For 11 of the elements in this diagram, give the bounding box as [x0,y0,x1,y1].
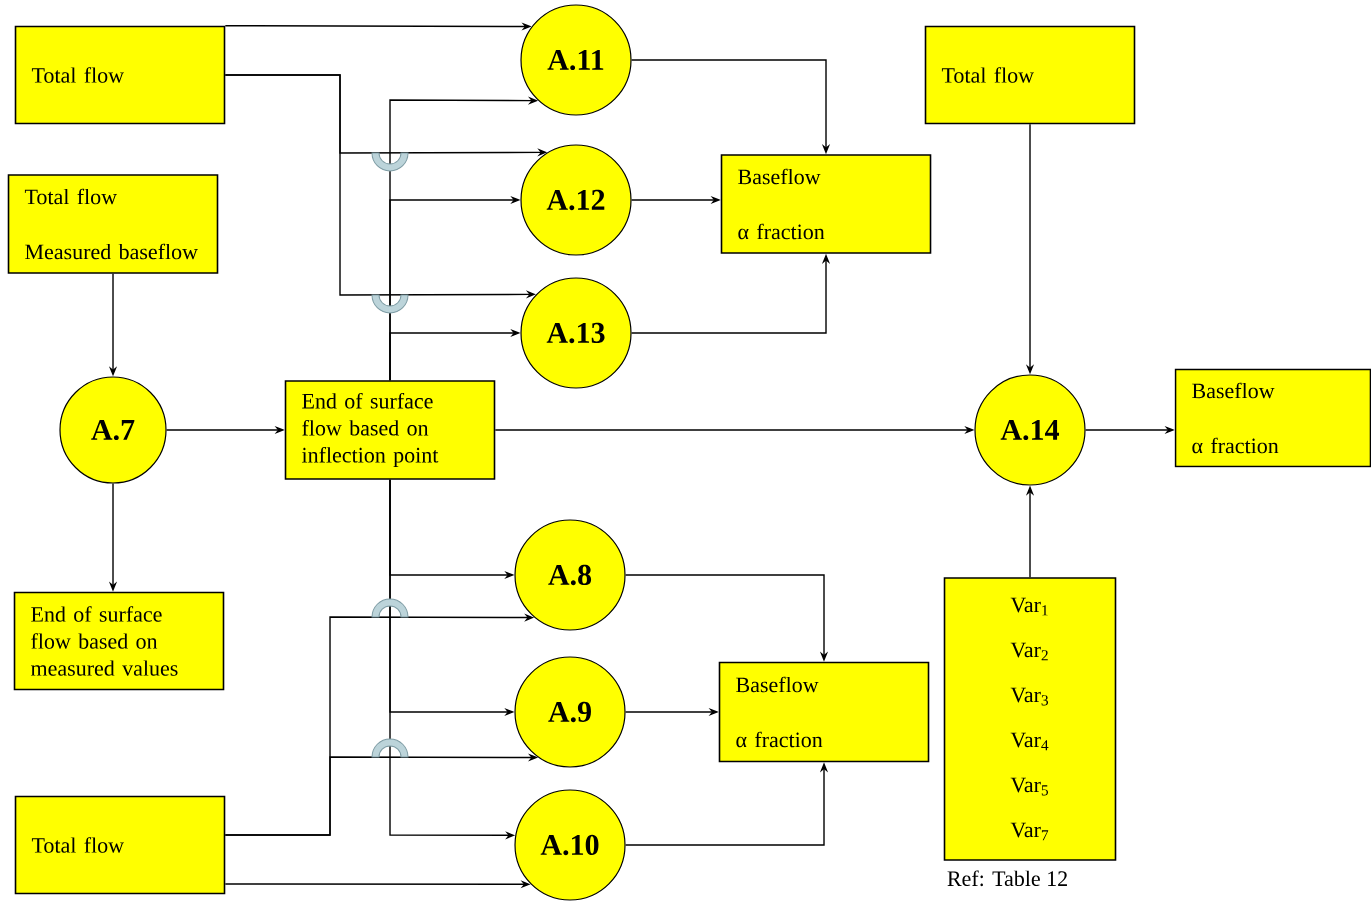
process-box: Baseflow α fraction [720,154,932,254]
process-box: Total flow Measured baseflow [7,174,219,274]
process-box: Total flow [14,795,226,895]
process-box: Total flow [14,25,226,125]
process-box: Baseflow α fraction [718,661,930,763]
reference-note: Ref: Table 12 [947,870,1067,887]
process-box: Total flow [924,25,1136,125]
process-box: End of surface flow based on measured values [13,591,225,691]
process-box: Var$_{1}$ Var$_{2}$ Var$_{3}$ Var$_{4}$ Var$_{5}$ Var$_{7}$ [943,577,1117,861]
process-box: Baseflow α fraction [1174,368,1371,468]
process-box: End of surface flow based on inflection point [284,380,496,480]
